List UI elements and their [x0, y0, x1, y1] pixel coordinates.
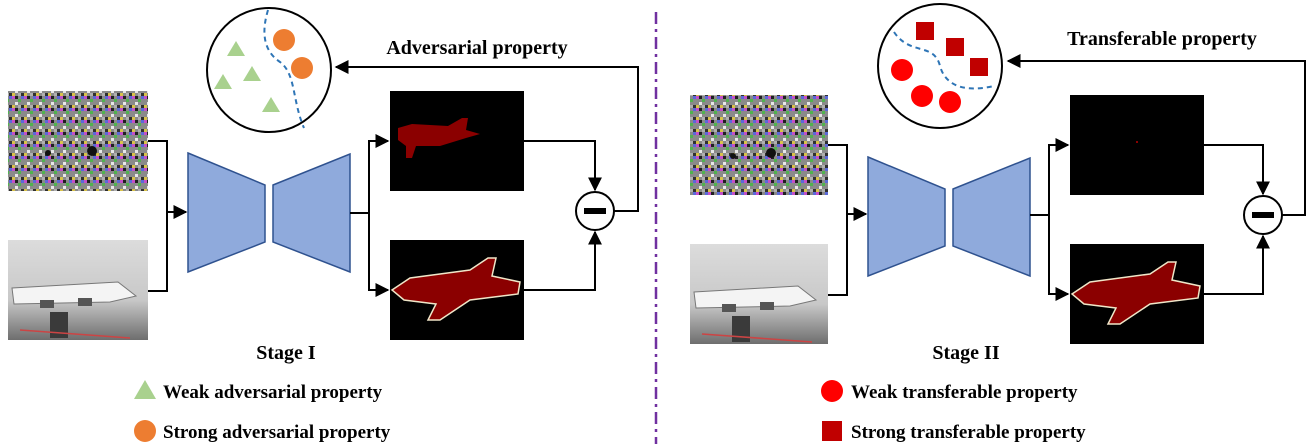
weak-transferable-legend-icon: [821, 380, 843, 402]
clean-airplane-image: [8, 240, 148, 340]
encoder-block: [867, 155, 946, 278]
minus-circle-icon: [1243, 195, 1283, 235]
transferable-property-label: Transferable property: [1067, 28, 1257, 50]
decoder-block: [272, 152, 351, 274]
ground-truth-mask: [390, 240, 524, 340]
decoder-block: [952, 156, 1031, 278]
adversarial-property-label: Adversarial property: [386, 37, 567, 59]
ground-truth-mask: [1070, 244, 1204, 344]
stage-two-title: Stage II: [932, 342, 999, 364]
adversarial-prediction-mask: [1070, 95, 1204, 195]
stage-one-title: Stage I: [256, 342, 316, 364]
stage-one-panel: Adversarial property Stage I Weak advers…: [8, 7, 639, 443]
transferable-property-circle: [877, 3, 1003, 129]
encoder-block: [187, 151, 266, 274]
weak-adversarial-legend-icon: [134, 380, 156, 399]
minus-circle-icon: [575, 191, 615, 231]
clean-airplane-image: [690, 244, 828, 344]
strong-adversarial-legend-icon: [134, 420, 156, 442]
stage-two-panel: Transferable property Stage II Weak tran…: [690, 3, 1306, 443]
strong-transferable-legend-icon: [822, 421, 842, 441]
feedback-connector: [334, 60, 639, 212]
weak-adversarial-legend-label: Weak adversarial property: [163, 382, 383, 403]
feedback-connector: [1006, 54, 1306, 216]
strong-transferable-legend-label: Strong transferable property: [851, 422, 1086, 443]
input-connector: [148, 140, 168, 292]
adversarial-property-circle: [206, 7, 332, 133]
input-connector: [828, 144, 848, 296]
weak-transferable-legend-label: Weak transferable property: [851, 382, 1078, 403]
adversarial-prediction-mask: [390, 91, 524, 191]
adversarial-noise-image: [690, 95, 828, 195]
strong-adversarial-legend-label: Strong adversarial property: [163, 422, 391, 443]
adversarial-noise-image: [8, 91, 148, 191]
